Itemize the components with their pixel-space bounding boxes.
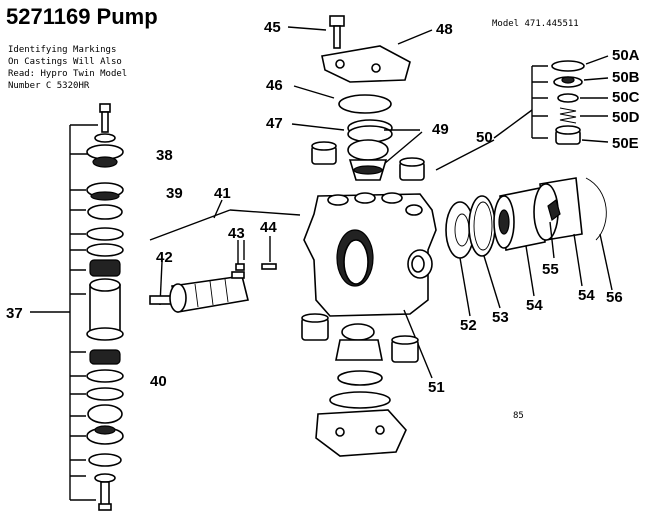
part-labels: 37 38 39 40 41 42 43 44 45 46 47 48 49 5…	[6, 19, 640, 396]
label-49: 49	[432, 121, 449, 138]
leader-49	[383, 129, 423, 165]
leader-53	[483, 255, 501, 309]
leader-45	[287, 26, 327, 31]
leader-50	[493, 109, 533, 139]
label-45: 45	[264, 19, 281, 36]
bottom-assembly	[301, 313, 419, 457]
label-37: 37	[6, 305, 23, 322]
page-number: 85	[513, 411, 524, 421]
label-39: 39	[166, 185, 183, 202]
leader-50e	[581, 139, 609, 143]
label-54-left: 54	[526, 297, 543, 314]
label-41: 41	[214, 185, 231, 202]
label-50a: 50A	[612, 47, 640, 64]
label-56: 56	[606, 289, 623, 306]
leader-54a	[525, 245, 535, 297]
leader-54b	[573, 233, 583, 287]
note-line-2: On Castings Will Also	[8, 57, 122, 67]
label-55: 55	[542, 261, 559, 278]
bracket-50	[531, 65, 548, 139]
label-50b: 50B	[612, 69, 640, 86]
note-line-1: Identifying Markings	[8, 45, 116, 55]
label-38: 38	[156, 147, 173, 164]
label-50d: 50D	[612, 109, 640, 126]
label-47: 47	[266, 115, 283, 132]
label-43: 43	[228, 225, 245, 242]
side-seals	[445, 177, 613, 317]
label-50: 50	[476, 129, 493, 146]
shaft-assembly	[149, 199, 301, 313]
label-40: 40	[150, 373, 167, 390]
label-50e: 50E	[612, 135, 639, 152]
model-number: Model 471.445511	[492, 19, 579, 29]
leader-56	[599, 233, 613, 291]
label-42: 42	[156, 249, 173, 266]
diagram-title: 5271169 Pump	[6, 4, 158, 29]
leader-52	[459, 257, 471, 317]
top-assembly	[287, 15, 433, 181]
pump-body	[303, 192, 437, 379]
label-53: 53	[492, 309, 509, 326]
label-54-right: 54	[578, 287, 595, 304]
leader-41	[213, 199, 223, 219]
label-52: 52	[460, 317, 477, 334]
valve-stack-right	[435, 55, 609, 171]
label-44: 44	[260, 219, 277, 236]
note-line-4: Number C 5320HR	[8, 81, 90, 91]
leader-43	[237, 240, 245, 264]
label-46: 46	[266, 77, 283, 94]
leader-55	[549, 221, 555, 259]
note-line-3: Read: Hypro Twin Model	[8, 69, 127, 79]
bracket-37-ticks	[70, 124, 98, 501]
left-parts-stack	[30, 103, 124, 511]
leader-47	[291, 123, 345, 131]
label-51: 51	[428, 379, 445, 396]
leader-50-body	[435, 139, 495, 171]
label-50c: 50C	[612, 89, 640, 106]
bracket-41	[149, 209, 301, 241]
leader-46	[293, 85, 335, 99]
label-48: 48	[436, 21, 453, 38]
leader-50b	[583, 77, 609, 81]
leader-50a	[585, 55, 609, 65]
leader-48	[397, 29, 433, 45]
